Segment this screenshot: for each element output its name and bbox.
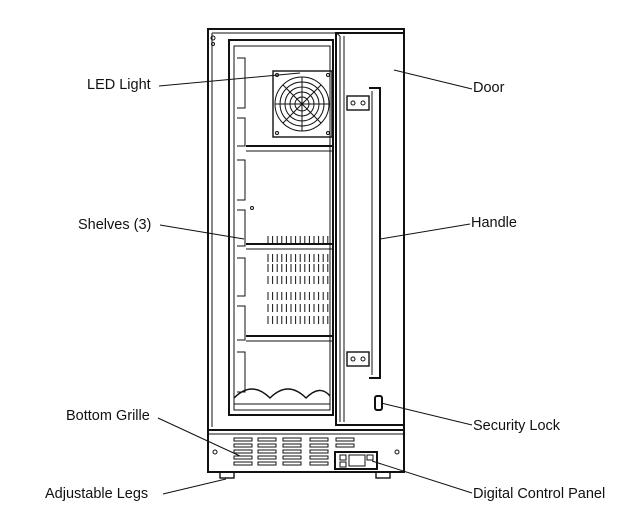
door-handle bbox=[346, 87, 381, 379]
leader-adjustable-legs bbox=[162, 478, 227, 495]
leader-handle bbox=[379, 223, 471, 240]
label-led-light: LED Light bbox=[87, 77, 151, 93]
grille-slot bbox=[335, 443, 355, 448]
label-door: Door bbox=[473, 80, 505, 96]
leader-led-light bbox=[158, 72, 301, 87]
grille-slot bbox=[257, 455, 277, 460]
grille-slot bbox=[309, 437, 329, 442]
leader-security-lock bbox=[380, 402, 473, 426]
grille-slot bbox=[257, 437, 277, 442]
leader-bottom-grille bbox=[157, 417, 241, 457]
security-lock bbox=[374, 395, 383, 411]
label-adjustable-legs: Adjustable Legs bbox=[45, 486, 148, 502]
digital-control-panel bbox=[334, 451, 378, 470]
grille-slot bbox=[309, 443, 329, 448]
label-security-lock: Security Lock bbox=[473, 418, 561, 434]
grille-slot bbox=[233, 443, 253, 448]
cabinet bbox=[207, 28, 405, 431]
adjustable-legs bbox=[219, 471, 391, 479]
grille-slot bbox=[282, 443, 302, 448]
grille-slot bbox=[282, 437, 302, 442]
callout-labels: LED Light Shelves (3) Bottom Grille Adju… bbox=[45, 77, 605, 502]
leader-digital-control-panel bbox=[371, 460, 473, 494]
callout-lines bbox=[157, 69, 473, 495]
door-panel bbox=[335, 32, 405, 426]
grille-slot bbox=[257, 449, 277, 454]
grille-slot bbox=[257, 461, 277, 466]
label-bottom-grille: Bottom Grille bbox=[66, 408, 150, 424]
leader-shelves bbox=[159, 224, 245, 240]
grille-slot bbox=[233, 437, 253, 442]
grille-slot bbox=[282, 461, 302, 466]
grille-slot bbox=[282, 455, 302, 460]
grille-slot bbox=[335, 437, 355, 442]
grille-slot bbox=[309, 455, 329, 460]
label-digital-control-panel: Digital Control Panel bbox=[473, 486, 605, 502]
grille-slot bbox=[282, 449, 302, 454]
grille-slot bbox=[233, 455, 253, 460]
grille-slot bbox=[309, 461, 329, 466]
shelves bbox=[246, 145, 333, 342]
label-shelves: Shelves (3) bbox=[78, 217, 151, 233]
label-handle: Handle bbox=[471, 215, 517, 231]
grille-slot bbox=[257, 443, 277, 448]
grille-slot bbox=[309, 449, 329, 454]
led-fan-unit bbox=[272, 70, 333, 138]
interior-liner bbox=[228, 39, 334, 416]
bottom-grille bbox=[207, 429, 405, 473]
leader-door bbox=[393, 69, 473, 90]
grille-slot bbox=[233, 461, 253, 466]
grille-slot bbox=[233, 449, 253, 454]
